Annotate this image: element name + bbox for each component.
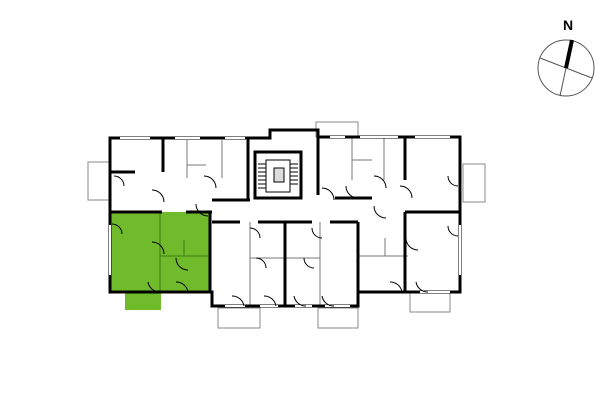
highlighted-apartment xyxy=(110,212,210,310)
door-swings xyxy=(111,175,459,307)
compass-icon: N xyxy=(537,17,595,97)
exterior-walls xyxy=(108,128,462,308)
staircase xyxy=(253,150,303,200)
floor-plan-icon xyxy=(87,121,486,329)
north-label: N xyxy=(563,17,573,33)
